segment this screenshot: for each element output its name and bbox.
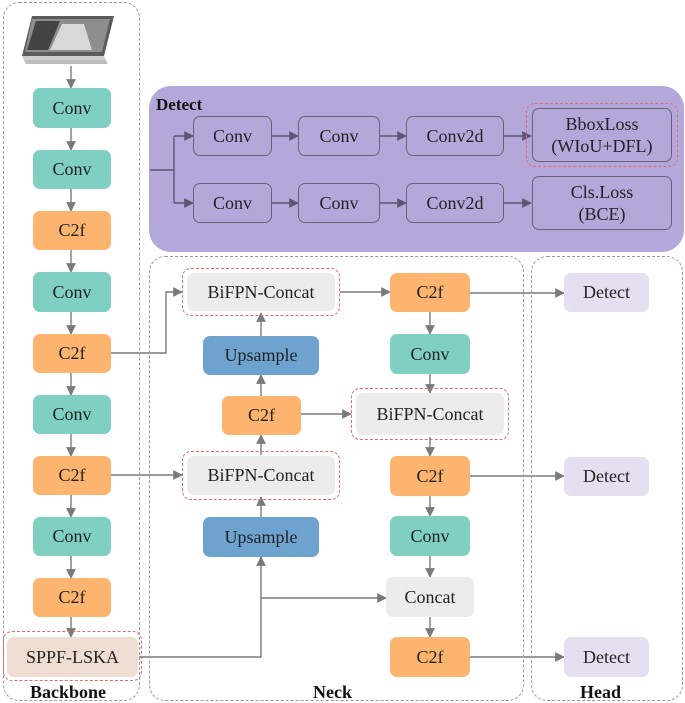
neck-conv-right-2: Conv [390, 516, 470, 556]
detect-head-title: Detect [156, 95, 203, 114]
cls-loss-node: Cls.Loss (BCE) [532, 176, 672, 230]
detect-conv-4: Conv [298, 183, 380, 223]
head-group [531, 256, 683, 701]
detect-conv2d-2: Conv2d [406, 183, 504, 223]
backbone-conv-2: Conv [33, 150, 111, 189]
neck-bifpn-concat-top: BiFPN-Concat [187, 273, 335, 311]
backbone-c2f-4: C2f [33, 578, 111, 617]
neck-bifpn-concat-mid: BiFPN-Concat [187, 456, 335, 495]
backbone-conv-4: Conv [33, 395, 111, 434]
backbone-conv-5: Conv [33, 517, 111, 556]
head-detect-2: Detect [564, 457, 649, 496]
arrow-sppf-to-upsample [139, 556, 266, 658]
backbone-conv-3: Conv [33, 272, 111, 312]
backbone-c2f-3: C2f [33, 456, 111, 495]
neck-c2f-right-2: C2f [390, 456, 470, 496]
backbone-conv-1: Conv [33, 88, 111, 128]
neck-conv-right-1: Conv [390, 334, 470, 374]
arrow-c2f-to-bifpn-top [110, 287, 183, 354]
backbone-c2f-1: C2f [33, 211, 111, 250]
sppf-highlight [3, 631, 142, 681]
detect-conv-3: Conv [193, 183, 272, 223]
bifpn-right-highlight [351, 388, 509, 440]
bbox-loss-highlight [526, 103, 678, 167]
head-label: Head [580, 682, 622, 702]
detect-conv-2: Conv [298, 116, 380, 156]
input-image [22, 16, 114, 64]
neck-bifpn-concat-right: BiFPN-Concat [356, 393, 504, 435]
backbone-label: Backbone [30, 682, 107, 702]
neck-concat: Concat [386, 577, 474, 617]
neck-group [149, 256, 524, 701]
bifpn-mid-highlight [182, 451, 340, 500]
neck-upsample-top: Upsample [203, 336, 319, 375]
detect-conv-1: Conv [193, 116, 272, 156]
bbox-loss-node: BboxLoss (WIoU+DFL) [532, 108, 672, 162]
backbone-sppf-lska: SPPF-LSKA [7, 637, 138, 677]
neck-c2f-mid: C2f [222, 396, 301, 435]
neck-c2f-right-1: C2f [390, 273, 470, 312]
neck-c2f-right-3: C2f [390, 637, 470, 677]
backbone-group [3, 2, 140, 701]
detect-conv2d-1: Conv2d [406, 116, 504, 156]
head-detect-3: Detect [564, 637, 649, 677]
head-detect-1: Detect [564, 273, 649, 312]
bifpn-top-highlight [182, 268, 340, 316]
backbone-c2f-2: C2f [33, 334, 111, 373]
neck-label: Neck [313, 682, 352, 702]
neck-upsample-bottom: Upsample [203, 517, 319, 557]
